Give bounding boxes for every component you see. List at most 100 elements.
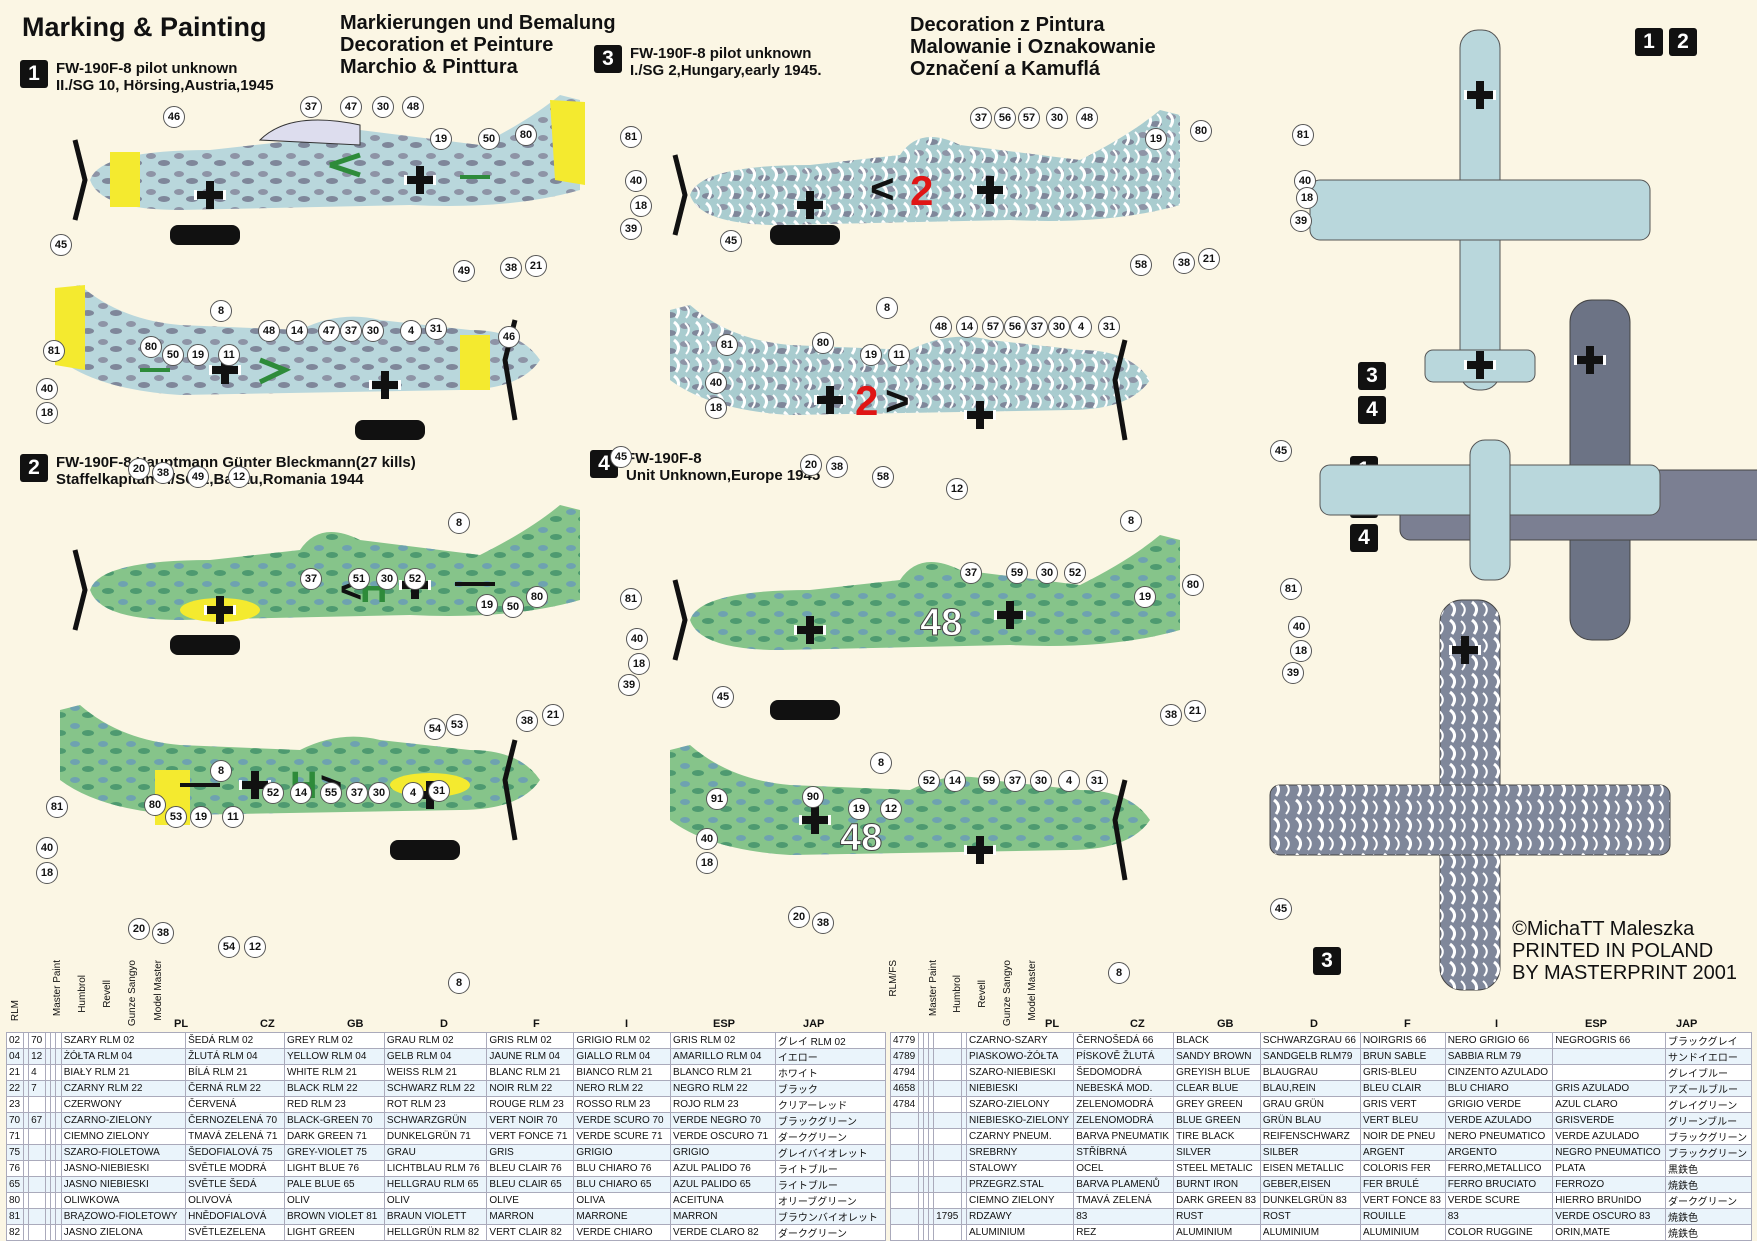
table-cell: BÍLÁ RLM 21 xyxy=(185,1064,285,1081)
callout-number: 30 xyxy=(1036,562,1058,584)
callout-number: 18 xyxy=(630,195,652,217)
table-cell: ROST xyxy=(1259,1208,1361,1225)
table-header-gb: GB xyxy=(347,1018,364,1030)
callout-number: 48 xyxy=(1076,107,1098,129)
callout-number: 30 xyxy=(372,96,394,118)
fuselage-code: 48 xyxy=(920,602,962,644)
table-cell: BLEU CLAIR xyxy=(1359,1080,1446,1097)
table-cell: 黒鉄色 xyxy=(1664,1160,1753,1177)
table-cell: GREYISH BLUE xyxy=(1173,1064,1261,1081)
table-cell: OLIV xyxy=(383,1192,488,1209)
callout-number: 19 xyxy=(190,806,212,828)
callout-number: 40 xyxy=(36,837,58,859)
callout-number: 51 xyxy=(348,568,370,590)
table-cell: VERDE SCURE xyxy=(1444,1192,1554,1209)
table-header-jap-r: JAP xyxy=(1676,1018,1698,1030)
table-cell: COLOR RUGGINE xyxy=(1444,1224,1554,1241)
callout-number: 46 xyxy=(498,326,520,348)
table-cell: OLIV xyxy=(283,1192,385,1209)
callout-number: 4 xyxy=(400,320,422,342)
callout-number: 20 xyxy=(788,906,810,928)
callout-number: 19 xyxy=(187,344,209,366)
table-cell xyxy=(28,1144,47,1161)
table-cell xyxy=(1552,1048,1666,1065)
callout-number: 48 xyxy=(930,316,952,338)
table-cell: BROWN VIOLET 81 xyxy=(283,1208,385,1225)
table-cell: MARRONE xyxy=(573,1208,672,1225)
table-cell: ホワイト xyxy=(774,1064,887,1081)
table-cell: VERDE SCURE 71 xyxy=(573,1128,672,1145)
table-cell: REIFENSCHWARZ xyxy=(1259,1128,1361,1145)
callout-number: 81 xyxy=(46,796,68,818)
callout-number: 40 xyxy=(36,378,58,400)
callout-number: 48 xyxy=(402,96,424,118)
table-cell xyxy=(890,1208,919,1225)
table-cell: BLACK-GREEN 70 xyxy=(283,1112,385,1129)
table-cell: 4784 xyxy=(890,1096,919,1113)
table-cell: 65 xyxy=(6,1176,24,1193)
version-badge: 3 xyxy=(594,45,622,73)
table-cell xyxy=(890,1176,919,1193)
callout-number: 19 xyxy=(848,798,870,820)
table-cell: CZERWONY xyxy=(60,1096,187,1113)
table-cell: ブラックグリーン xyxy=(774,1112,887,1129)
table-cell: OLIVE xyxy=(486,1192,575,1209)
table-cell: ARGENT xyxy=(1359,1144,1446,1161)
table-cell xyxy=(933,1096,962,1113)
table-cell: VERDE SCURO 70 xyxy=(573,1112,672,1129)
badge-group-bottom: 3 xyxy=(1313,947,1341,975)
table-cell: ŻÓŁTA RLM 04 xyxy=(60,1048,187,1065)
callout-number: 18 xyxy=(36,402,58,424)
callout-number: 45 xyxy=(720,230,742,252)
table-cell xyxy=(933,1176,962,1193)
callout-number: 19 xyxy=(476,594,498,616)
table-cell xyxy=(28,1224,47,1241)
callout-number: 38 xyxy=(152,922,174,944)
table-cell: REZ xyxy=(1073,1224,1175,1241)
table-cell xyxy=(933,1192,962,1209)
table-cell: PÍSKOVĚ ŽLUTÁ xyxy=(1073,1048,1175,1065)
table-cell: BARVA PNEUMATIK xyxy=(1073,1128,1175,1145)
table-cell: ZELENOMODRÁ xyxy=(1073,1096,1175,1113)
callout-number: 46 xyxy=(163,106,185,128)
table-cell: CIEMNO ZIELONY xyxy=(965,1192,1075,1209)
table-cell xyxy=(933,1064,962,1081)
table-cell: SZARO-ZIELONY xyxy=(965,1096,1075,1113)
table-cell: STEEL METALIC xyxy=(1173,1160,1261,1177)
callout-number: 47 xyxy=(318,320,340,342)
table-cell: ライトブルー xyxy=(774,1176,887,1193)
fuselage-code: 2 xyxy=(855,377,878,424)
table-cell: ダークグリーン xyxy=(774,1224,887,1241)
table-cell: 81 xyxy=(6,1208,24,1225)
callout-number: 21 xyxy=(525,255,547,277)
profile-3-left: < 2 xyxy=(672,110,1180,245)
callout-number: 30 xyxy=(1030,770,1052,792)
callout-number: 47 xyxy=(340,96,362,118)
table-cell: ROSSO RLM 23 xyxy=(573,1096,672,1113)
callout-number: 81 xyxy=(716,334,738,356)
table-cell: SREBRNY xyxy=(965,1144,1075,1161)
table-cell: MARRON xyxy=(670,1208,776,1225)
callout-number: 81 xyxy=(43,340,65,362)
table-cell: 70 xyxy=(6,1112,24,1129)
table-cell: CZARNO-SZARY xyxy=(965,1032,1075,1049)
table-cell: NEGRO PNEUMATICO xyxy=(1552,1144,1666,1161)
callout-number: 14 xyxy=(944,770,966,792)
callout-number: 11 xyxy=(218,344,240,366)
table-cell: STALOWY xyxy=(965,1160,1075,1177)
callout-number: 37 xyxy=(970,107,992,129)
callout-number: 38 xyxy=(1160,704,1182,726)
callout-number: 12 xyxy=(244,936,266,958)
title-multilingual-1: Markierungen und Bemalung Decoration et … xyxy=(340,12,616,78)
